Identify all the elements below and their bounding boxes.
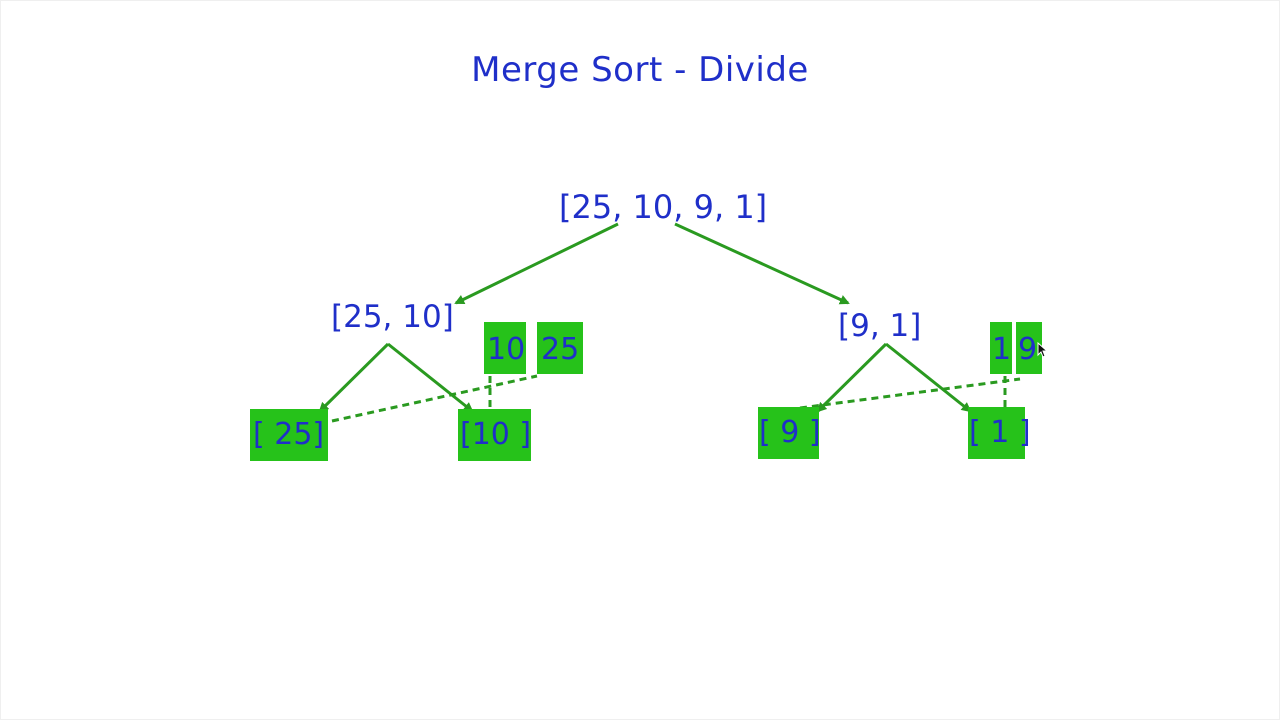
arrow-right-to-leaf-1 [885,342,972,413]
leaf-label-9: [ 9 ] [759,415,821,450]
merged-label-right-1: 9 [1018,332,1038,367]
leaf-box-1 [968,407,1025,459]
leaf-label-1: [ 1 ] [969,415,1031,450]
leaf-box-10 [458,409,531,461]
leaf-box-9 [758,407,819,459]
root-node: [25, 10, 9, 1] [559,188,768,226]
dashed-link-25-to-merged [331,374,538,423]
merged-label-left-0: 10 [487,332,526,367]
mouse-pointer-icon [1037,342,1049,358]
merged-label-right-0: 1 [992,332,1012,367]
diagram-title: Merge Sort - Divide [471,50,809,90]
arrow-left-to-leaf-10 [387,342,474,413]
dashed-link-9-to-merged [799,377,1021,410]
arrow-root-to-left [454,222,619,305]
merged-box-left-0 [484,322,526,374]
left-child-node: [25, 10] [331,299,454,335]
leaf-box-25 [250,409,328,461]
right-child-node: [9, 1] [838,308,922,344]
merged-box-left-1 [537,322,583,374]
arrow-root-to-right [674,222,850,305]
arrow-left-to-leaf-25 [318,342,390,413]
merged-label-left-1: 25 [541,332,580,367]
leaf-label-10: [10 ] [460,417,532,452]
leaf-label-25: [ 25] [253,417,325,452]
arrow-right-to-leaf-9 [816,342,888,413]
merged-box-right-0 [990,322,1012,374]
